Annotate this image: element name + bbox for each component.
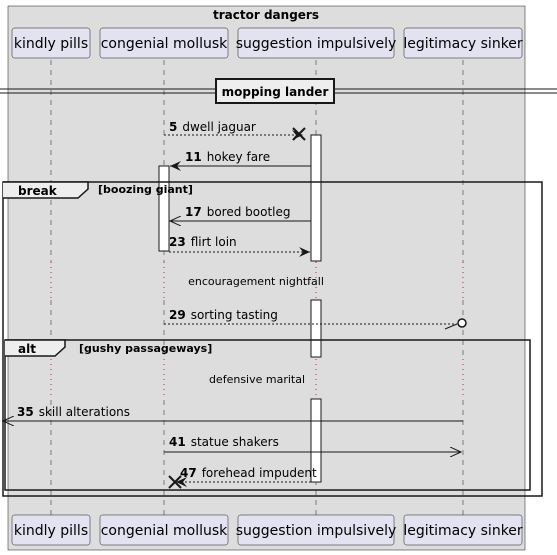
fragment-break-label: break [18,184,58,198]
divider-label: mopping lander [222,85,329,99]
svg-text:congenial mollusk: congenial mollusk [101,523,228,539]
activation-suggestion-1 [310,134,322,262]
delay-label-1: encouragement nightfall [188,275,324,288]
fragment-alt-label: alt [18,342,36,356]
fragment-break-condition: [boozing giant] [98,183,193,196]
box-title: tractor dangers [213,8,319,22]
participant-legitimacy-sinker-top[interactable]: legitimacy sinker [403,27,523,59]
svg-text:legitimacy sinker: legitimacy sinker [403,36,523,52]
participant-congenial-mollusk-top[interactable]: congenial mollusk [99,27,229,59]
fragment-alt: alt [gushy passageways] [4,339,531,491]
participant-legitimacy-sinker-bottom[interactable]: legitimacy sinker [403,514,523,546]
divider: mopping lander [0,78,557,104]
fragment-break: break [boozing giant] [2,181,543,497]
destroy-icon [168,475,182,489]
svg-text:suggestion impulsively: suggestion impulsively [236,523,397,539]
participant-suggestion-impulsively-bottom[interactable]: suggestion impulsively [236,514,397,546]
svg-text:suggestion impulsively: suggestion impulsively [236,36,397,52]
participant-suggestion-impulsively-top[interactable]: suggestion impulsively [236,27,397,59]
participant-kindly-pills-top[interactable]: kindly pills [11,27,91,59]
destroy-icon [292,127,306,141]
svg-text:kindly pills: kindly pills [14,523,88,539]
activation-mollusk-1 [158,165,170,252]
activation-suggestion-2 [310,299,322,358]
participant-congenial-mollusk-bottom[interactable]: congenial mollusk [99,514,229,546]
svg-text:kindly pills: kindly pills [14,36,88,52]
delay-2: defensive marital [12,359,522,397]
activation-suggestion-3 [310,398,322,483]
svg-text:congenial mollusk: congenial mollusk [101,36,228,52]
participant-kindly-pills-bottom[interactable]: kindly pills [11,514,91,546]
endpoint-circle-icon [457,318,467,328]
delay-1: encouragement nightfall [12,262,522,298]
delay-label-2: defensive marital [209,373,305,386]
fragment-alt-condition: [gushy passageways] [79,342,212,355]
svg-text:legitimacy sinker: legitimacy sinker [403,523,523,539]
